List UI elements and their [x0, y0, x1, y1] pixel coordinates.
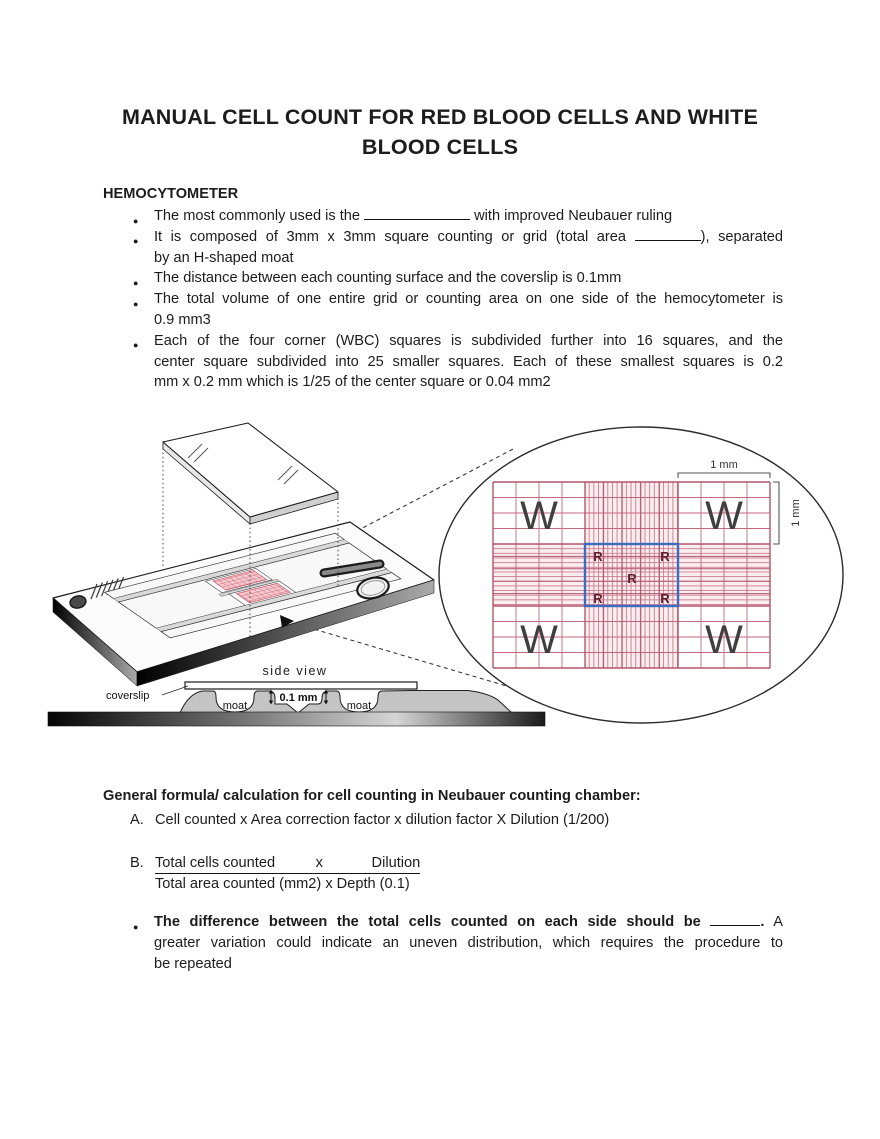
coverslip-3d	[162, 422, 339, 525]
bullet-marker: ●	[133, 921, 139, 932]
rbc-square-label: R	[627, 571, 637, 586]
formula-item-a: A. Cell counted x Area correction factor…	[103, 810, 783, 831]
rbc-square-label: R	[660, 591, 670, 606]
fraction-numerator: Total cells counted x Dilution	[155, 853, 783, 875]
bullet-text: It is composed of 3mm x 3mm square count…	[154, 227, 783, 245]
formula-item-b: B. Total cells counted x Dilution Total …	[103, 853, 783, 896]
note-line1: The difference between the total cells c…	[154, 913, 784, 930]
top-scale-bracket	[677, 472, 771, 478]
fill-in-blank	[364, 207, 471, 220]
chamber-base-bar	[47, 711, 546, 727]
list-item: ● The difference between the total cells…	[103, 912, 783, 974]
bullet-text: The distance between each counting surfa…	[154, 270, 622, 287]
page-title: MANUAL CELL COUNT FOR RED BLOOD CELLS AN…	[103, 102, 777, 162]
page-title-line1: MANUAL CELL COUNT FOR RED BLOOD CELLS AN…	[121, 105, 759, 129]
note-line2: greater variation could indicate an unev…	[154, 934, 783, 951]
formula-heading: General formula/ calculation for cell co…	[103, 788, 641, 804]
bullet-marker: ●	[133, 236, 139, 247]
center-square-outline	[583, 542, 680, 608]
magnification-cone-lines	[299, 447, 521, 691]
rbc-square-label: R	[593, 549, 603, 564]
slide-front-edge	[136, 579, 435, 687]
fill-in-blank	[710, 913, 761, 926]
wbc-square-label: W	[520, 618, 558, 662]
list-item: ● The total volume of one entire grid or…	[103, 289, 783, 331]
counting-platform	[103, 532, 402, 639]
glass-shine-marks	[187, 443, 299, 485]
bullet-marker: ●	[133, 277, 139, 288]
bullet-text: Each of the four corner (WBC) squares is…	[154, 332, 783, 349]
item-b-marker: B.	[130, 854, 144, 871]
side-view-label: side view	[263, 664, 328, 678]
top-scale-label: 1 mm	[710, 459, 738, 471]
chamber-cross-section	[179, 690, 514, 714]
side-view: side view coverslip moat moat 0.1 mm	[106, 664, 514, 714]
rbc-square-label: R	[660, 549, 670, 564]
hemocytometer-3d	[52, 422, 435, 687]
bullet-text: 0.9 mm3	[154, 311, 211, 328]
depth-label: 0.1 mm	[280, 692, 318, 704]
bullet-marker: ●	[133, 298, 139, 309]
slide-hole	[356, 576, 390, 600]
pointer-arrowhead	[280, 615, 294, 628]
bullet-text: The most commonly used is the with impro…	[154, 207, 673, 224]
wbc-square-label: W	[705, 494, 743, 538]
coverslip-side-view	[184, 681, 418, 690]
section-heading-hemocytometer: HEMOCYTOMETER	[103, 186, 239, 202]
bullet-text: center square subdivided into 25 smaller…	[154, 353, 783, 370]
slide-corner-dot	[69, 595, 87, 609]
bullet-marker: ●	[133, 215, 139, 226]
item-a-marker: A.	[130, 811, 144, 828]
depth-arrows	[268, 689, 329, 705]
note-line3: be repeated	[154, 955, 232, 972]
formula-section: General formula/ calculation for cell co…	[103, 786, 783, 895]
coverslip-leader-line	[161, 685, 189, 696]
wbc-square-label: W	[705, 618, 743, 662]
bullet-list: ● The most commonly used is the with imp…	[103, 206, 783, 393]
right-scale-bracket	[773, 481, 780, 545]
hemocytometer-illustration: W W W W R R R R R 1 mm 1 mm	[47, 422, 844, 727]
moat-label-right: moat	[347, 700, 371, 712]
coverslip-label: coverslip	[106, 690, 149, 702]
list-item: ● The most commonly used is the with imp…	[103, 206, 783, 227]
fraction-denominator: Total area counted (mm2) x Depth (0.1)	[155, 876, 410, 893]
right-scale-label: 1 mm	[790, 499, 802, 527]
final-note: ● The difference between the total cells…	[103, 912, 783, 974]
bullet-marker: ●	[133, 340, 139, 351]
list-item: ● It is composed of 3mm x 3mm square cou…	[103, 227, 783, 269]
bullet-text: mm x 0.2 mm which is 1/25 of the center …	[154, 374, 551, 391]
formula-a-text: Cell counted x Area correction factor x …	[155, 811, 610, 828]
rbc-square-label: R	[593, 591, 603, 606]
wbc-square-label: W	[520, 494, 558, 538]
neubauer-grid: W W W W R R R R R 1 mm 1 mm	[492, 459, 802, 669]
projection-dotted-lines	[162, 444, 339, 637]
page-title-line2: BLOOD CELLS	[361, 135, 519, 159]
moat-label-left: moat	[223, 700, 247, 712]
list-item: ● Each of the four corner (WBC) squares …	[103, 331, 783, 393]
bullet-text: The total volume of one entire grid or c…	[154, 291, 783, 308]
bullet-text: by an H-shaped moat	[154, 249, 294, 266]
list-item: ● The distance between each counting sur…	[103, 268, 783, 289]
fill-in-blank	[634, 227, 701, 241]
